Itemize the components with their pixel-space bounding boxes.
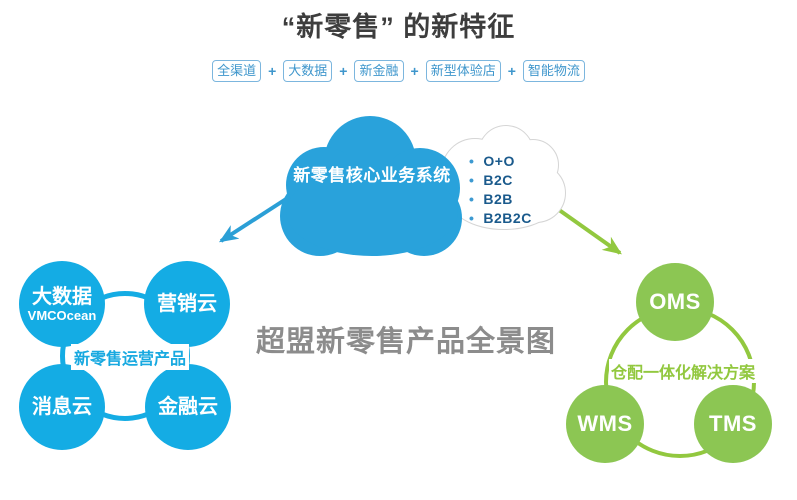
right-cluster-center-label: 仓配一体化解决方案	[608, 359, 758, 383]
tag-experience-store: 新型体验店	[425, 60, 501, 82]
plus-separator: +	[339, 63, 348, 79]
service-item-o2o: O+O	[469, 152, 532, 171]
circle-oms-label: OMS	[649, 289, 701, 314]
circle-finance-cloud: 金融云	[145, 364, 231, 450]
circle-tms: TMS	[694, 385, 772, 463]
circle-message-cloud-label: 消息云	[32, 396, 92, 418]
circle-bigdata-sublabel: VMCOcean	[27, 307, 97, 323]
feature-tags-row: 全渠道 + 大数据 + 新金融 + 新型体验店 + 智能物流	[0, 60, 797, 82]
left-cluster-center-label: 新零售运营产品	[70, 344, 190, 370]
circle-message-cloud: 消息云	[19, 364, 105, 450]
right-solution-cluster: OMS WMS TMS 仓配一体化解决方案	[565, 258, 790, 473]
plus-separator: +	[507, 63, 516, 79]
circle-finance-cloud-label: 金融云	[158, 396, 218, 418]
service-list: O+O B2C B2B B2B2C	[469, 152, 532, 228]
circle-wms: WMS	[566, 385, 644, 463]
service-item-b2b2c: B2B2C	[469, 209, 532, 228]
plus-separator: +	[410, 63, 419, 79]
panorama-heading: 超盟新零售产品全景图	[256, 326, 557, 358]
circle-marketing-cloud: 营销云	[144, 261, 230, 347]
circle-oms: OMS	[636, 263, 714, 341]
tag-smart-logistics: 智能物流	[522, 60, 585, 82]
circle-wms-label: WMS	[577, 411, 633, 436]
circle-marketing-cloud-label: 营销云	[157, 293, 217, 315]
circle-tms-label: TMS	[709, 411, 757, 436]
circle-bigdata-label: 大数据	[32, 285, 92, 308]
tag-bigdata: 大数据	[283, 60, 333, 82]
service-item-b2b: B2B	[469, 190, 532, 209]
circle-bigdata: 大数据 VMCOcean	[19, 261, 105, 347]
left-product-cluster: 大数据 VMCOcean 营销云 消息云 金融云 新零售运营产品	[18, 260, 233, 456]
plus-separator: +	[268, 63, 277, 79]
service-item-b2c: B2C	[469, 171, 532, 190]
cloud-diagram	[218, 116, 622, 256]
tag-omnichannel: 全渠道	[212, 60, 262, 82]
blue-cloud	[280, 116, 462, 256]
page-title: “新零售” 的新特征	[281, 12, 516, 42]
tag-newfinance: 新金融	[354, 60, 404, 82]
core-system-label: 新零售核心业务系统	[293, 166, 451, 185]
